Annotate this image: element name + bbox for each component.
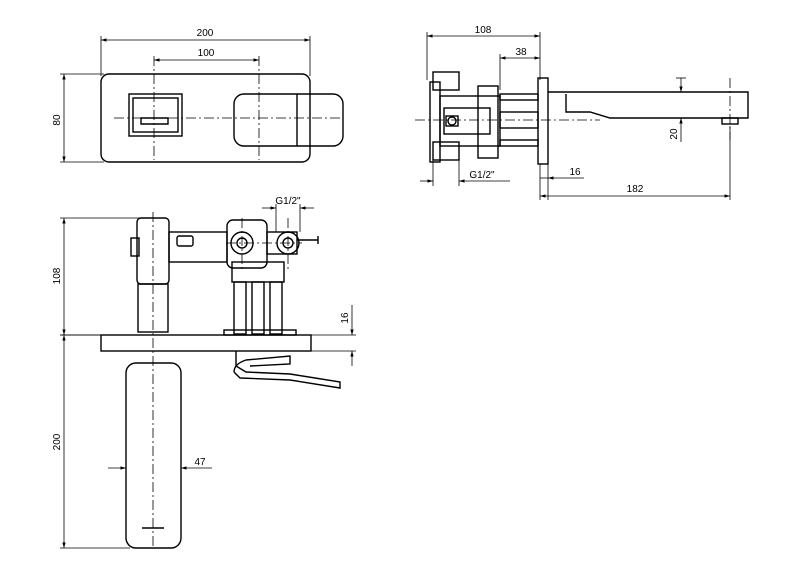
side-view: 108 38 G1/2" 16 182 20 [415,25,749,200]
front-view: 200 100 80 [52,28,344,163]
side-dim-20: 20 [669,128,680,140]
front-spout-face [233,93,344,147]
top-rod-2 [251,281,265,335]
side-center-block [443,107,491,135]
top-spout-plan [125,362,182,549]
side-dim-182: 182 [627,184,644,195]
side-bottom-fitting [432,141,460,161]
top-rod-1 [233,281,247,335]
side-rod-bottom [499,139,539,147]
side-body-back [429,81,441,163]
side-dim-38: 38 [515,47,527,58]
top-dim-47: 47 [194,457,206,468]
top-dim-thread: G1/2" [275,196,301,207]
top-rod-3 [269,281,283,335]
front-dim-100: 100 [198,48,215,59]
front-mixer-square [128,93,183,137]
front-dim-200: 200 [197,28,214,39]
side-connector-hole [447,116,457,126]
top-view: G1/2" 108 16 200 47 [52,196,356,549]
side-top-fitting [432,71,460,91]
front-mixer-lever [140,117,169,125]
top-spout-detail [233,355,291,373]
top-cartridge-tab [130,237,140,257]
side-spout [548,91,749,119]
front-wall-plate [100,73,311,163]
side-dim-16: 16 [569,167,581,178]
top-valve-base [231,261,285,283]
side-valve-body [477,85,499,159]
side-body-block [439,95,501,147]
front-mixer-inner [132,97,179,133]
top-dim-200: 200 [52,433,63,450]
side-wall-plate [537,77,549,165]
top-dim-16: 16 [340,312,351,324]
front-dim-80: 80 [52,114,63,126]
top-spout-lever [233,351,341,389]
top-dim-108: 108 [52,267,63,284]
side-rod-top [499,93,539,101]
top-wall-plate [100,334,312,352]
side-connector [445,115,459,127]
side-dim-108: 108 [475,25,492,36]
top-bridge-slot [176,235,194,247]
side-dim-thread: G1/2" [469,170,495,181]
